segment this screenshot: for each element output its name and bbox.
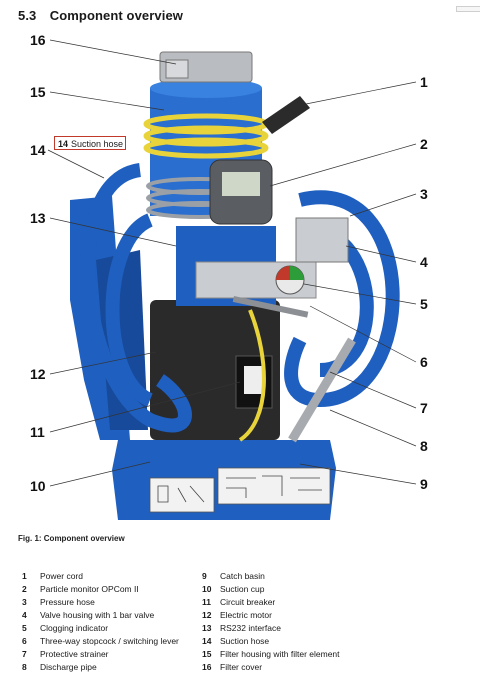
callout-4: 4 xyxy=(420,254,428,270)
callout-9: 9 xyxy=(420,476,428,492)
callout-16: 16 xyxy=(30,32,46,48)
callout-12: 12 xyxy=(30,366,46,382)
component-illustration xyxy=(47,39,417,520)
valve-housing xyxy=(295,217,349,263)
pressure-hose xyxy=(284,190,400,408)
callout-6: 6 xyxy=(420,354,428,370)
highlight-text: Suction hose xyxy=(71,139,124,149)
section-title: Component overview xyxy=(49,8,183,23)
switching-lever xyxy=(232,296,309,318)
basin-label-right xyxy=(217,467,331,505)
highlight-number: 14 xyxy=(58,139,69,149)
callout-13: 13 xyxy=(30,210,46,226)
section-number: 5.3 xyxy=(18,8,37,23)
callout-5: 5 xyxy=(420,296,428,312)
callout-2: 2 xyxy=(420,136,428,152)
callout-1: 1 xyxy=(420,74,428,90)
callout-15: 15 xyxy=(30,84,46,100)
section-heading: 5.3 Component overview xyxy=(18,8,183,23)
callout-14: 14 xyxy=(30,142,46,158)
callout-8: 8 xyxy=(420,438,428,454)
power-cord-plug xyxy=(262,96,310,134)
callout-10: 10 xyxy=(30,478,46,494)
page-corner-mark xyxy=(456,6,480,12)
discharge-pipe xyxy=(288,337,356,443)
callout-3: 3 xyxy=(420,186,428,202)
suction-hose xyxy=(81,163,192,433)
callout-7: 7 xyxy=(420,400,428,416)
figure-caption: Fig. 1: Component overview xyxy=(18,534,125,543)
callout-11: 11 xyxy=(30,424,45,440)
